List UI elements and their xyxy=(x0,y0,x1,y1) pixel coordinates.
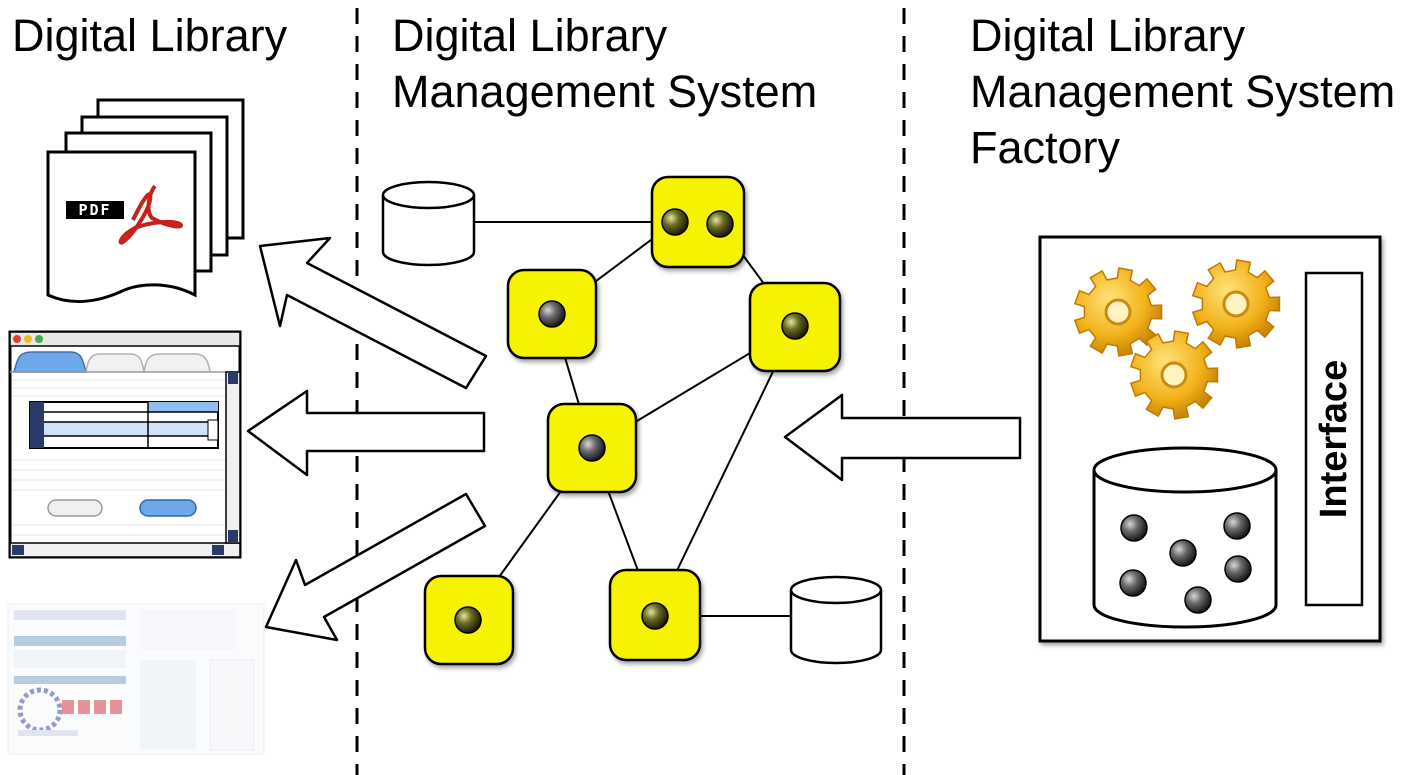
gear-icon-bottom xyxy=(1129,330,1219,420)
component-ball xyxy=(1223,512,1251,540)
heading-digital-library-line: Digital Library xyxy=(12,10,288,61)
node-port xyxy=(578,434,606,462)
network-nodes xyxy=(423,175,842,666)
arrow-factory-to-dlms xyxy=(783,393,1022,482)
node-left xyxy=(506,268,598,360)
node-bottom-right xyxy=(608,568,702,662)
pdf-label: PDF xyxy=(78,201,111,219)
arrow-to-pdf xyxy=(258,236,488,390)
node-top xyxy=(650,175,746,269)
factory-database-balls xyxy=(1119,512,1252,614)
node-bottom-left xyxy=(423,574,515,666)
heading-dlms: Digital Library Management System xyxy=(392,8,817,120)
factory-gears xyxy=(1073,259,1281,420)
component-ball xyxy=(1119,569,1147,597)
node-port xyxy=(781,312,809,340)
gear-icon-right xyxy=(1191,259,1281,349)
node-right xyxy=(748,281,842,373)
heading-dlms-factory: Digital Library Management System Factor… xyxy=(970,8,1395,176)
application-window-icon xyxy=(8,330,242,559)
component-ball xyxy=(1169,539,1197,567)
interface-label: Interface xyxy=(1313,360,1355,518)
node-port xyxy=(641,602,669,630)
arrow-to-window xyxy=(246,389,486,477)
node-port xyxy=(661,208,689,236)
node-center xyxy=(546,402,638,494)
factory-database-icon xyxy=(1092,446,1278,629)
heading-dlms-factory-line-1: Digital Library xyxy=(970,10,1246,61)
component-ball xyxy=(1184,586,1212,614)
heading-dlms-factory-line-2: Management System xyxy=(970,66,1396,117)
node-port xyxy=(538,300,566,328)
report-page-icon xyxy=(7,603,265,755)
node-port xyxy=(454,606,482,634)
arrow-to-report xyxy=(264,492,487,642)
gear-icon-left xyxy=(1073,267,1163,357)
heading-digital-library: Digital Library xyxy=(12,8,287,64)
factory-box: Interface xyxy=(1038,235,1382,643)
database-icon-top xyxy=(381,180,476,267)
heading-dlms-line-2: Management System xyxy=(392,66,818,117)
component-ball xyxy=(1120,514,1148,542)
database-icon-bottom xyxy=(789,575,883,665)
node-port xyxy=(706,210,734,238)
pdf-documents-icon: PDF xyxy=(46,98,245,303)
component-ball xyxy=(1224,555,1252,583)
heading-dlms-line-1: Digital Library xyxy=(392,10,668,61)
heading-dlms-factory-line-3: Factory xyxy=(970,122,1121,173)
